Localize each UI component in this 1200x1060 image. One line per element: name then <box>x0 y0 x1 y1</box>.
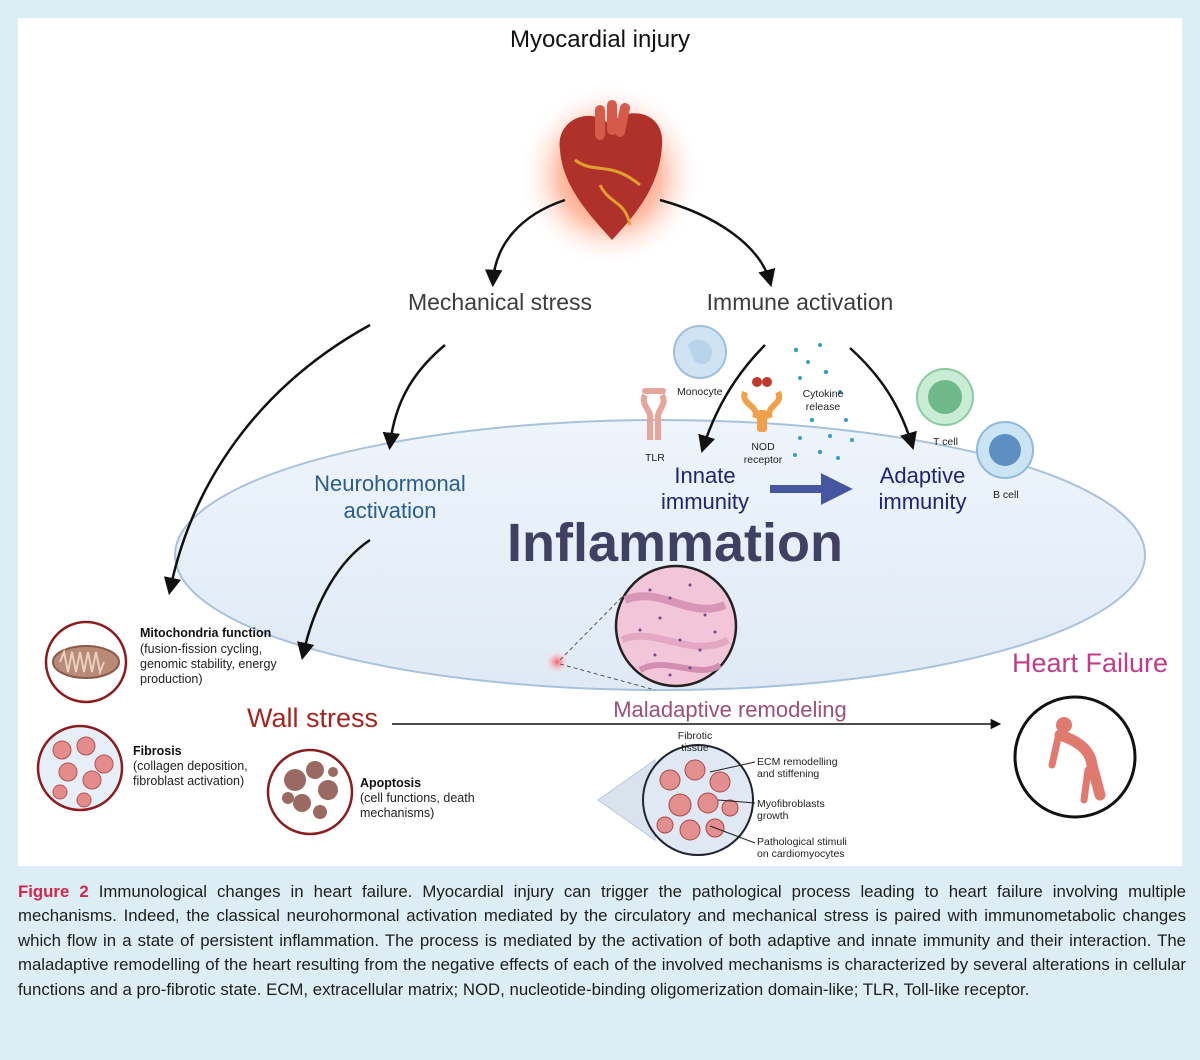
arrow-mechanical-to-neurohormonal <box>382 344 446 451</box>
ecm-label: ECM remodelling and stiffening <box>757 756 838 780</box>
mitochondria-detail: (fusion-fission cycling, genomic stabili… <box>140 642 277 686</box>
heart-failure-label: Heart Failure <box>1011 648 1169 678</box>
apoptosis-title: Apoptosis <box>360 776 422 790</box>
figure-label: Figure 2 <box>18 882 89 901</box>
nod-receptor-icon <box>741 377 783 432</box>
caption-text: Immunological changes in heart failure. … <box>18 882 1186 999</box>
arrow-neurohormonal-to-wall <box>297 538 371 661</box>
apoptosis-icon <box>266 748 354 836</box>
fibrotic-tissue-icon <box>597 744 756 856</box>
heart-icon <box>518 83 702 267</box>
tlr-label: TLR <box>645 452 665 464</box>
maladaptive-remodeling-label: Maladaptive remodeling <box>613 697 847 722</box>
fibrosis-icon <box>36 724 124 812</box>
zoom-line-top <box>559 591 628 661</box>
myofibroblasts-label: Myofibroblasts growth <box>757 798 825 822</box>
mitochondria-title: Mitochondria function <box>140 626 272 640</box>
t-cell-label: T cell <box>933 436 958 448</box>
monocyte-label: Monocyte <box>677 386 723 398</box>
b-cell-label: B cell <box>993 489 1019 501</box>
neurohormonal-label: Neurohormonal activation <box>314 471 466 523</box>
tissue-red-dot <box>544 649 570 675</box>
apoptosis-detail: (cell functions, death mechanisms) <box>360 791 475 820</box>
arrow-heart-to-mechanical <box>484 198 566 288</box>
adaptive-immunity-label: Adaptive immunity <box>878 463 967 514</box>
heart-failure-person-icon <box>1013 695 1137 819</box>
diagram-title: Myocardial injury <box>509 26 691 53</box>
arrow-immune-to-adaptive <box>849 347 917 451</box>
t-cell-icon <box>916 368 974 426</box>
figure-caption: Figure 2 Immunological changes in heart … <box>18 880 1186 1002</box>
arrow-mechanical-to-mitochondria <box>163 323 371 596</box>
mitochondria-icon <box>44 620 128 704</box>
cytokine-dots <box>793 343 854 460</box>
immune-activation-label: Immune activation <box>706 289 894 315</box>
pathological-stimuli-label: Pathological stimuli on cardiomyocytes <box>757 836 847 860</box>
wall-stress-label: Wall stress <box>246 703 378 733</box>
inflammation-label: Inflammation <box>506 513 844 573</box>
nod-receptor-label: NOD receptor <box>743 441 783 466</box>
histology-circle <box>614 564 738 688</box>
zoom-line-bottom <box>559 663 656 691</box>
tlr-receptor-icon <box>640 388 667 440</box>
monocyte-icon <box>673 325 727 379</box>
cytokine-release-label: Cytokine release <box>802 388 844 413</box>
fibrotic-tissue-title: Fibrotic tissue <box>677 730 713 754</box>
b-cell-icon <box>976 421 1034 479</box>
arrow-heart-to-immune <box>659 198 776 288</box>
mechanical-stress-label: Mechanical stress <box>407 289 593 315</box>
arrow-immune-to-innate <box>698 344 766 454</box>
innate-immunity-label: Innate immunity <box>660 463 749 514</box>
fibrosis-detail: (collagen deposition, fibroblast activat… <box>133 759 248 788</box>
fibrosis-title: Fibrosis <box>133 744 182 758</box>
